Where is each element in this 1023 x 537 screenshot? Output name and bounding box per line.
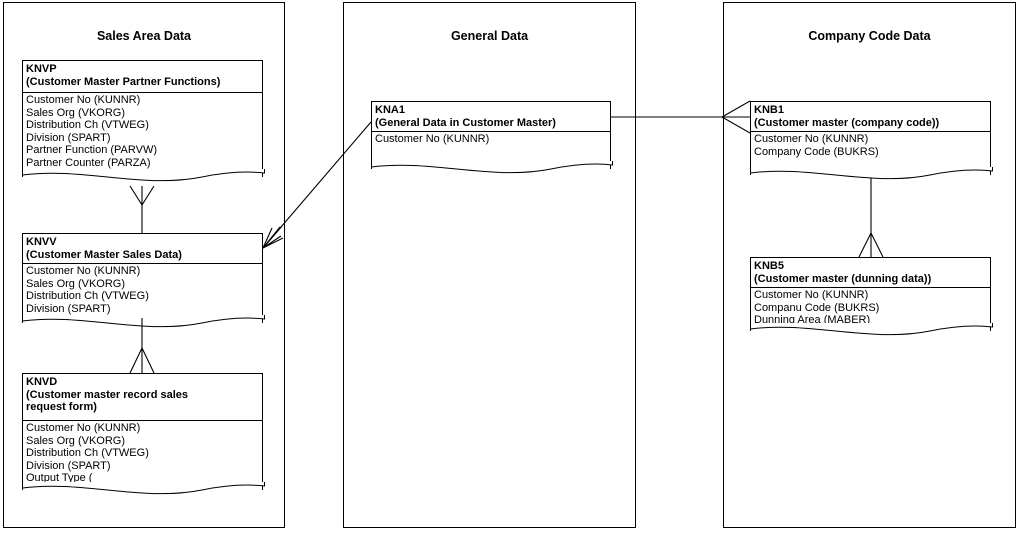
entity-fields: Customer No (KUNNR) Company Code (BUKRS) <box>750 131 993 180</box>
entity-fields: Customer No (KUNNR) <box>371 131 613 174</box>
entity-header: KNVD (Customer master record sales reque… <box>22 373 263 420</box>
lane-title-general: General Data <box>450 29 529 43</box>
field: Sales Org (VKORG) <box>26 277 126 290</box>
field: Division (SPART) <box>26 302 111 315</box>
field: Customer No (KUNNR) <box>26 94 141 106</box>
entity-title: (Customer master record sales <box>26 388 189 401</box>
entity-code: KNVD <box>26 376 58 388</box>
field: Sales Org (VKORG) <box>26 106 126 119</box>
field: Distribution Ch (VTWEG) <box>26 447 149 460</box>
entity-title: (General Data in Customer Master) <box>375 116 556 129</box>
wavy-bottom-edge <box>22 169 265 182</box>
entity-kna1[interactable]: KNA1 (General Data in Customer Master) C… <box>371 101 613 174</box>
entity-code: KNB5 <box>754 260 784 272</box>
entity-knvv[interactable]: KNVV (Customer Master Sales Data) Custom… <box>22 233 265 328</box>
field: Distribution Ch (VTWEG) <box>26 119 149 132</box>
field: Partner Counter (PARZA) <box>26 156 151 169</box>
wavy-bottom-edge <box>750 323 993 336</box>
entity-fields: Customer No (KUNNR) Sales Org (VKORG) Di… <box>22 420 265 495</box>
entity-fields: Customer No (KUNNR) Sales Org (VKORG) Di… <box>22 263 265 328</box>
field: Customer No (KUNNR) <box>754 289 869 301</box>
entity-fields: Customer No (KUNNR) Sales Org (VKORG) Di… <box>22 92 265 182</box>
wavy-bottom-edge <box>371 161 613 174</box>
entity-title: request form) <box>26 401 97 414</box>
entity-code: KNB1 <box>754 104 784 116</box>
entity-header: KNA1 (General Data in Customer Master) <box>371 101 611 131</box>
entity-code: KNVV <box>26 236 57 248</box>
entity-header: KNVP (Customer Master Partner Functions) <box>22 60 263 92</box>
entity-header: KNB5 (Customer master (dunning data)) <box>750 257 991 287</box>
entity-knb5[interactable]: KNB5 (Customer master (dunning data)) Cu… <box>750 257 993 336</box>
wavy-bottom-edge <box>22 315 265 328</box>
field: Division (SPART) <box>26 459 111 472</box>
field: Customer No (KUNNR) <box>375 133 490 145</box>
entity-fields: Customer No (KUNNR) Companu Code (BUKRS)… <box>750 287 993 336</box>
field: Division (SPART) <box>26 131 111 144</box>
lane-general-data: General Data <box>343 2 636 528</box>
field: Company Code (BUKRS) <box>754 145 879 158</box>
entity-knvp[interactable]: KNVP (Customer Master Partner Functions)… <box>22 60 265 182</box>
wavy-bottom-edge <box>22 482 265 495</box>
entity-code: KNA1 <box>375 104 405 116</box>
entity-knb1[interactable]: KNB1 (Customer master (company code)) Cu… <box>750 101 993 180</box>
entity-title: (Customer Master Sales Data) <box>26 248 182 261</box>
entity-header: KNB1 (Customer master (company code)) <box>750 101 991 131</box>
entity-title: (Customer Master Partner Functions) <box>26 75 221 88</box>
field: Output Type ( <box>26 472 93 485</box>
field: Companu Code (BUKRS) <box>754 301 880 314</box>
field: Customer No (KUNNR) <box>26 265 141 277</box>
entity-code: KNVP <box>26 63 57 75</box>
field: Customer No (KUNNR) <box>26 422 141 434</box>
entity-title: (Customer master (company code)) <box>754 116 940 129</box>
lane-title-sales-area: Sales Area Data <box>96 29 192 43</box>
wavy-bottom-edge <box>750 167 993 180</box>
field: Partner Function (PARVW) <box>26 144 158 157</box>
field: Customer No (KUNNR) <box>754 133 869 145</box>
field: Sales Org (VKORG) <box>26 434 126 447</box>
field: Distribution Ch (VTWEG) <box>26 290 149 303</box>
lane-title-company-code: Company Code Data <box>808 29 931 43</box>
entity-title: (Customer master (dunning data)) <box>754 272 932 285</box>
entity-knvd[interactable]: KNVD (Customer master record sales reque… <box>22 373 265 495</box>
entity-header: KNVV (Customer Master Sales Data) <box>22 233 263 263</box>
